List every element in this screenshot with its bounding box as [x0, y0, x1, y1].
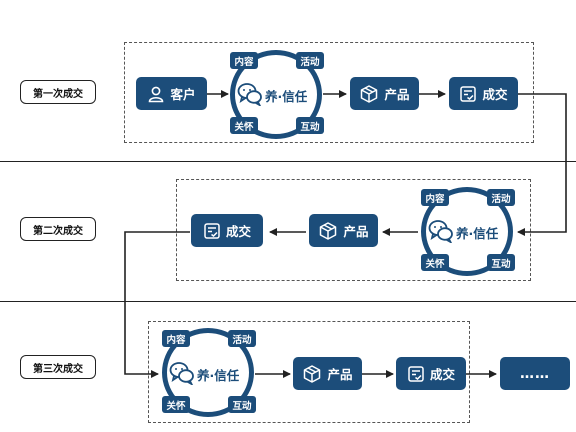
checklist-icon [203, 222, 221, 240]
separator-line-2 [0, 301, 576, 302]
arrow-deal-1-to-trust-2 [517, 93, 567, 236]
row-3-dashed-box [148, 321, 470, 423]
deal-node-3: 成交 [396, 357, 466, 390]
trust-label-3: 养·信任 [197, 368, 240, 383]
wechat-icon [237, 82, 263, 109]
tag-content-3: 内容 [162, 330, 190, 347]
product-node-2: 产品 [309, 214, 378, 247]
separator-line-1 [0, 161, 576, 162]
row-label-1: 第一次成交 [20, 80, 96, 104]
tag-content-1: 内容 [230, 52, 258, 69]
product-node-3: 产品 [293, 357, 362, 390]
checklist-icon [459, 85, 477, 103]
trust-label-1: 养·信任 [265, 89, 308, 104]
arrow-deal-2-to-trust-3 [124, 231, 190, 378]
more-label: …… [520, 365, 550, 382]
tag-activity-2: 活动 [487, 189, 515, 206]
box-icon [359, 84, 379, 104]
tag-activity-3: 活动 [228, 330, 256, 347]
product-label-3: 产品 [327, 367, 353, 382]
deal-node-1: 成交 [449, 77, 518, 110]
trust-center-3: 养·信任 [169, 361, 239, 388]
product-node-1: 产品 [350, 77, 419, 110]
tag-interaction-1: 互动 [296, 117, 324, 134]
customer-node: 客户 [136, 77, 207, 110]
trust-center-2: 养·信任 [428, 219, 498, 246]
tag-care-3: 关怀 [162, 396, 190, 413]
product-label-1: 产品 [384, 87, 410, 102]
tag-care-1: 关怀 [230, 117, 258, 134]
tag-interaction-3: 互动 [228, 396, 256, 413]
wechat-icon [428, 219, 454, 246]
box-icon [302, 364, 322, 384]
tag-activity-1: 活动 [296, 52, 324, 69]
checklist-icon [407, 365, 425, 383]
more-node: …… [500, 357, 570, 390]
user-icon [147, 85, 165, 103]
product-label-2: 产品 [343, 224, 369, 239]
wechat-icon [169, 361, 195, 388]
row-label-2: 第二次成交 [20, 217, 96, 241]
row-2-dashed-box [176, 179, 531, 281]
deal-label-2: 成交 [225, 224, 251, 239]
tag-content-2: 内容 [421, 189, 449, 206]
row-1-dashed-box [124, 42, 534, 143]
box-icon [318, 221, 338, 241]
tag-care-2: 关怀 [421, 254, 449, 271]
deal-label-1: 成交 [482, 87, 508, 102]
deal-node-2: 成交 [191, 214, 263, 247]
trust-center-1: 养·信任 [237, 82, 307, 109]
trust-label-2: 养·信任 [456, 226, 499, 241]
row-label-3: 第三次成交 [20, 355, 96, 379]
tag-interaction-2: 互动 [487, 254, 515, 271]
deal-label-3: 成交 [429, 367, 455, 382]
customer-label: 客户 [170, 87, 196, 102]
